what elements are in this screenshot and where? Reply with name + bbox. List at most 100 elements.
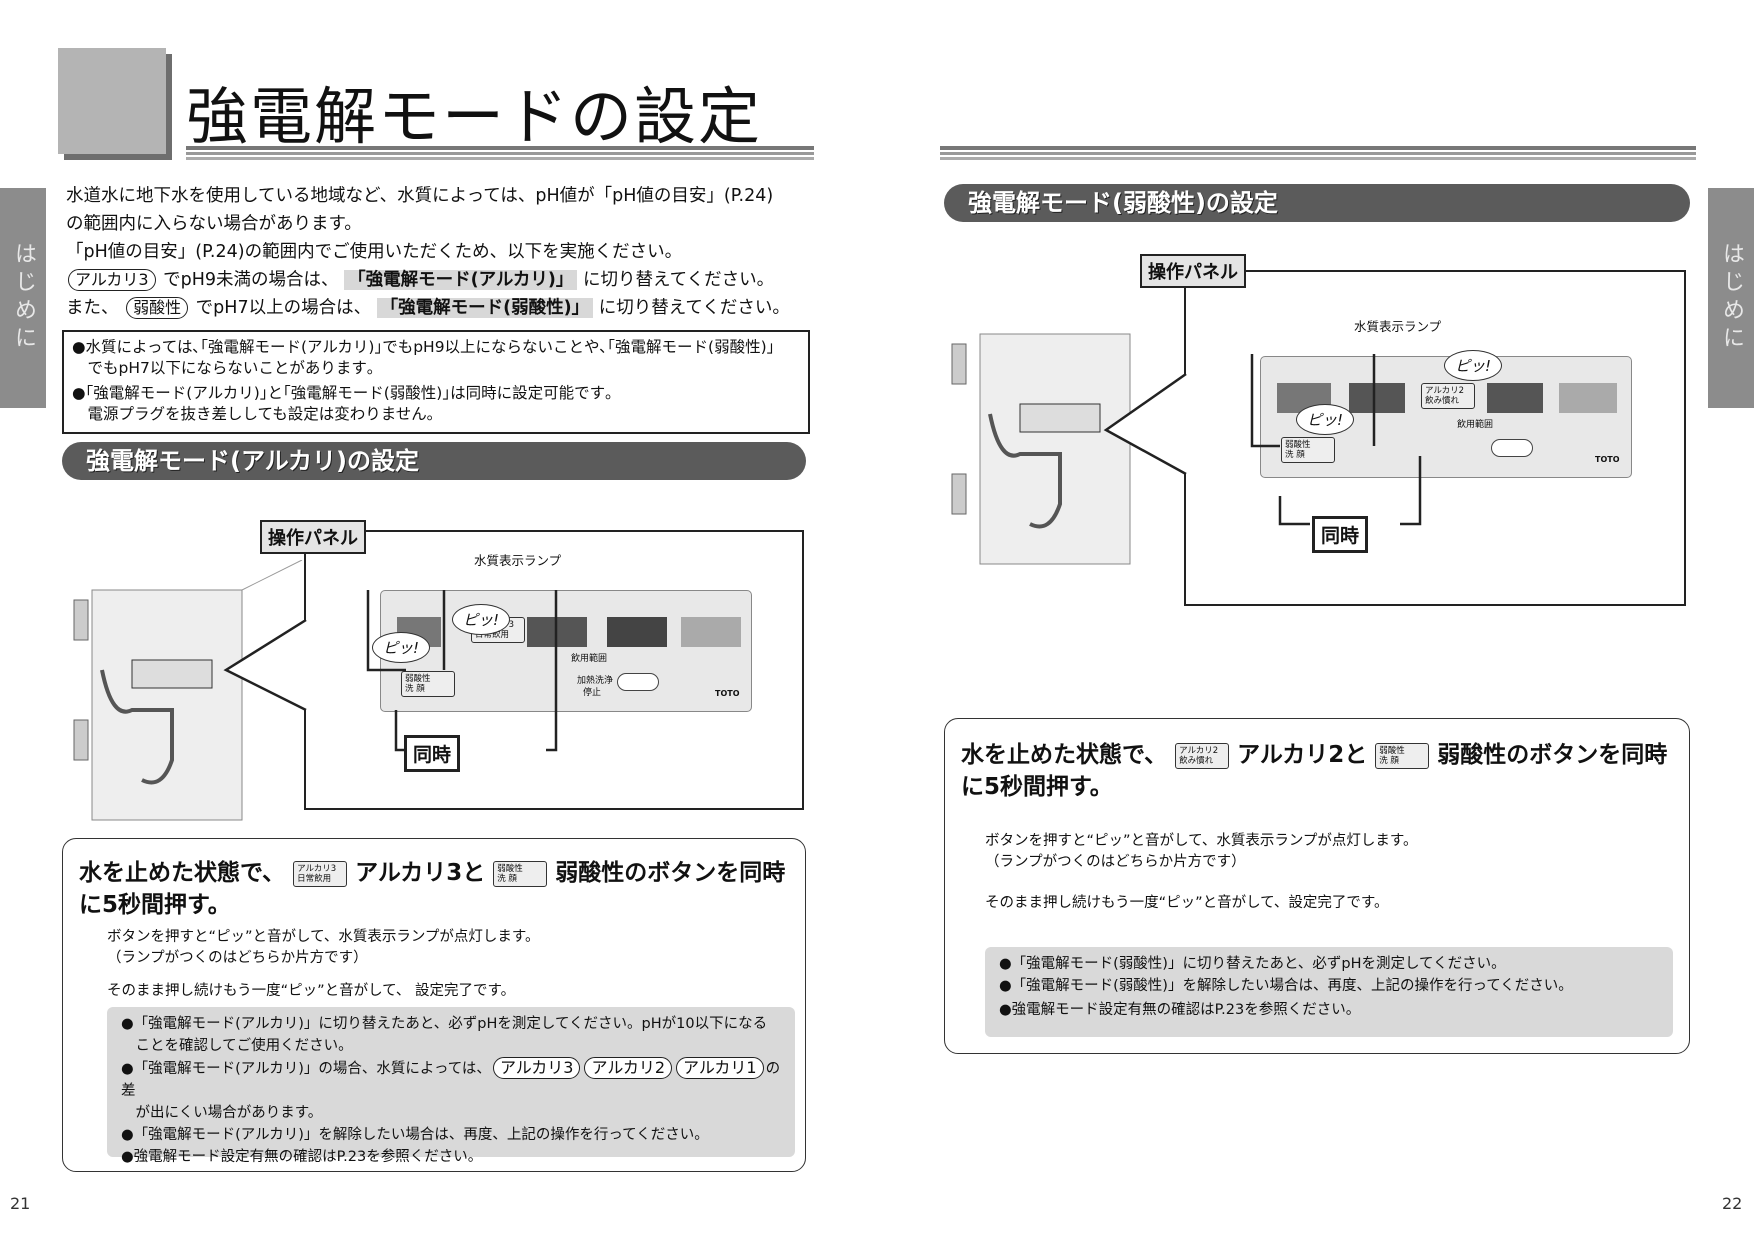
stop-label: 停止	[583, 688, 602, 698]
highlight-alkali-mode: 「強電解モード(アルカリ)」	[344, 270, 578, 290]
panel-label: 操作パネル	[260, 520, 366, 554]
body-line: そのまま押し続けもう一度“ピッ”と音がして、設定完了です。	[985, 895, 1389, 911]
brand-logo: TOTO	[715, 689, 740, 698]
alkali2-button-icon: アルカリ2 飲み慣れ	[1175, 742, 1230, 769]
stop-button[interactable]	[1491, 439, 1533, 457]
step-box-acid: 水を止めた状態で、 アルカリ2 飲み慣れ アルカリ2と 弱酸性 洗 顔 弱酸性の…	[944, 718, 1690, 1054]
page-number-left: 21	[10, 1194, 31, 1213]
simultaneous-connector	[1250, 354, 1422, 526]
body-line: そのまま押し続けもう一度“ピッ”と音がして、 設定完了です。	[107, 983, 516, 999]
icon-label: 弱酸性	[497, 863, 523, 874]
icon-label: アルカリ3	[297, 863, 337, 874]
step-body: ボタンを押すと“ピッ”と音がして、水質表示ランプが点灯します。 （ランプがつくの…	[107, 927, 539, 1002]
icon-label: 弱酸性	[1379, 745, 1405, 756]
step-body: ボタンを押すと“ピッ”と音がして、水質表示ランプが点灯します。 （ランプがつくの…	[985, 831, 1417, 914]
intro-fragment: に切り替えてください。	[598, 298, 790, 318]
note-line: ●強電解モード設定有無の確認はP.23を参照ください。	[999, 1002, 1361, 1018]
button-sublabel: 洗 顔	[405, 684, 425, 694]
note-line: ●「強電解モード(アルカリ)」を解除したい場合は、再度、上記の操作を行ってくださ…	[121, 1127, 709, 1143]
alkali1-chip: アルカリ1	[676, 1057, 764, 1079]
intro-line: 「pH値の目安」(P.24)の範囲内でご使用いただくため、以下を実施ください。	[66, 242, 683, 262]
lamp	[1559, 383, 1617, 413]
note-line: ●「強電解モード(アルカリ)」に切り替えたあと、必ずpHを測定してください。pH…	[121, 1016, 768, 1032]
intro-fragment: でpH7以上の場合は、	[195, 298, 372, 318]
title-rule	[186, 146, 814, 160]
figure-acid: 操作パネル 水質表示ランプ アルカリ2 飲み慣れ 弱酸性 洗 顔 飲用範囲 TO…	[950, 254, 1690, 614]
side-tab-right: はじめに	[1708, 188, 1754, 408]
intro-fragment: に切り替えてください。	[582, 270, 775, 290]
intro-line: の範囲内に入らない場合があります。	[66, 214, 362, 234]
step-notes: ●「強電解モード(アルカリ)」に切り替えたあと、必ずpHを測定してください。pH…	[107, 1007, 795, 1165]
page-title: 強電解モードの設定	[186, 80, 763, 153]
button-sublabel: 洗 顔	[1285, 450, 1305, 460]
body-line: （ランプがつくのはどちらか片方です）	[985, 854, 1246, 870]
step-heading-part: 弱酸性のボタンを同時	[555, 860, 786, 886]
intro-text: 水道水に地下水を使用している地域など、水質によっては、pH値が「pH値の目安」(…	[66, 182, 806, 322]
section-title-alkali: 強電解モード(アルカリ)の設定	[62, 442, 806, 480]
step-heading-part: 水を止めた状態で、	[961, 742, 1168, 768]
drinking-range-label: 飲用範囲	[571, 654, 608, 664]
simultaneous-label: 同時	[1312, 516, 1369, 553]
note-fragment: ●「強電解モード(アルカリ)」の場合、水質によっては、	[121, 1061, 491, 1077]
brand-logo: TOTO	[1595, 455, 1620, 464]
step-box-alkali: 水を止めた状態で、 アルカリ3 日常飲用 アルカリ3と 弱酸性 洗 顔 弱酸性の…	[62, 838, 806, 1172]
note-line: ●水質によっては､｢強電解モード(アルカリ)｣でもpH9以上にならないことや､｢…	[72, 338, 775, 356]
button-label: 弱酸性	[405, 674, 431, 684]
simultaneous-connector	[366, 590, 558, 752]
figure-alkali: 操作パネル 水質表示ランプ アルカリ3 日常飲用 弱酸性 洗 顔 飲用範囲 加熱…	[72, 520, 812, 821]
alkali2-button[interactable]: アルカリ2 飲み慣れ	[1421, 383, 1475, 409]
panel-label: 操作パネル	[1140, 254, 1246, 288]
weak-acid-button-icon: 弱酸性 洗 顔	[493, 860, 548, 887]
heat-wash-label: 加熱洗浄	[577, 676, 614, 686]
weak-acid-button[interactable]: 弱酸性 洗 顔	[401, 671, 455, 697]
note-line: でもpH7以下にならないことがあります｡	[72, 359, 375, 377]
beep-bubble: ピッ!	[372, 632, 431, 663]
highlight-acid-mode: 「強電解モード(弱酸性)」	[376, 298, 594, 318]
intro-fragment: また、	[66, 298, 119, 318]
lamp-label: 水質表示ランプ	[474, 553, 562, 568]
body-line: ボタンを押すと“ピッ”と音がして、水質表示ランプが点灯します。	[985, 833, 1418, 849]
stop-button[interactable]	[617, 673, 659, 691]
lamp	[1349, 383, 1405, 413]
beep-bubble: ピッ!	[1444, 350, 1503, 381]
page-number-right: 22	[1722, 1194, 1743, 1213]
lamp	[607, 617, 667, 647]
sink-cabinet-illustration	[951, 333, 1131, 565]
callout-pointer	[1103, 374, 1187, 476]
notes-box: ●水質によっては､｢強電解モード(アルカリ)｣でもpH9以上にならないことや､｢…	[62, 330, 810, 434]
beep-bubble: ピッ!	[452, 604, 511, 635]
icon-sublabel: 飲み慣れ	[1179, 755, 1214, 766]
top-rule-right	[940, 146, 1696, 160]
note-line: ことを確認してご使用ください。	[121, 1038, 353, 1054]
icon-sublabel: 洗 顔	[497, 873, 517, 884]
weak-acid-button[interactable]: 弱酸性 洗 顔	[1281, 437, 1335, 463]
intro-fragment: でpH9未満の場合は、	[163, 270, 339, 290]
beep-bubble: ピッ!	[1296, 404, 1355, 435]
step-heading: 水を止めた状態で、 アルカリ3 日常飲用 アルカリ3と 弱酸性 洗 顔 弱酸性の…	[79, 857, 799, 921]
lamp	[1487, 383, 1543, 413]
step-heading-part: アルカリ2と	[1237, 742, 1368, 768]
sink-cabinet-illustration	[73, 560, 303, 821]
note-line: が出にくい場合があります。	[121, 1105, 323, 1121]
intro-line: また、 弱酸性 でpH7以上の場合は、 「強電解モード(弱酸性)」 に切り替えて…	[66, 294, 806, 322]
lamp-label: 水質表示ランプ	[1354, 319, 1442, 334]
callout-pointer	[223, 620, 307, 712]
button-label: 弱酸性	[1285, 440, 1311, 450]
icon-sublabel: 日常飲用	[297, 873, 332, 884]
weak-acid-button-icon: 弱酸性 洗 顔	[1375, 742, 1430, 769]
alkali3-chip: アルカリ3	[68, 269, 156, 291]
step-heading: 水を止めた状態で、 アルカリ2 飲み慣れ アルカリ2と 弱酸性 洗 顔 弱酸性の…	[961, 739, 1685, 803]
simultaneous-label: 同時	[404, 735, 461, 772]
note-line: ●｢強電解モード(アルカリ)｣と｢強電解モード(弱酸性)｣は同時に設定可能です｡	[72, 384, 613, 402]
step-heading-part: に5秒間押す。	[79, 892, 231, 918]
note-line: 電源プラグを抜き差ししても設定は変わりません｡	[72, 405, 435, 423]
lamp	[681, 617, 741, 647]
note-line: ●強電解モード設定有無の確認はP.23を参照ください。	[121, 1149, 483, 1165]
icon-label: アルカリ2	[1179, 745, 1219, 756]
note-line: ●「強電解モード(弱酸性)」に切り替えたあと、必ずpHを測定してください。	[999, 956, 1506, 972]
intro-line: アルカリ3 でpH9未満の場合は、 「強電解モード(アルカリ)」 に切り替えてく…	[66, 266, 806, 294]
alkali3-button-icon: アルカリ3 日常飲用	[293, 860, 348, 887]
step-heading-part: に5秒間押す。	[961, 774, 1113, 800]
note-line: ●「強電解モード(弱酸性)」を解除したい場合は、再度、上記の操作を行ってください…	[999, 978, 1573, 994]
